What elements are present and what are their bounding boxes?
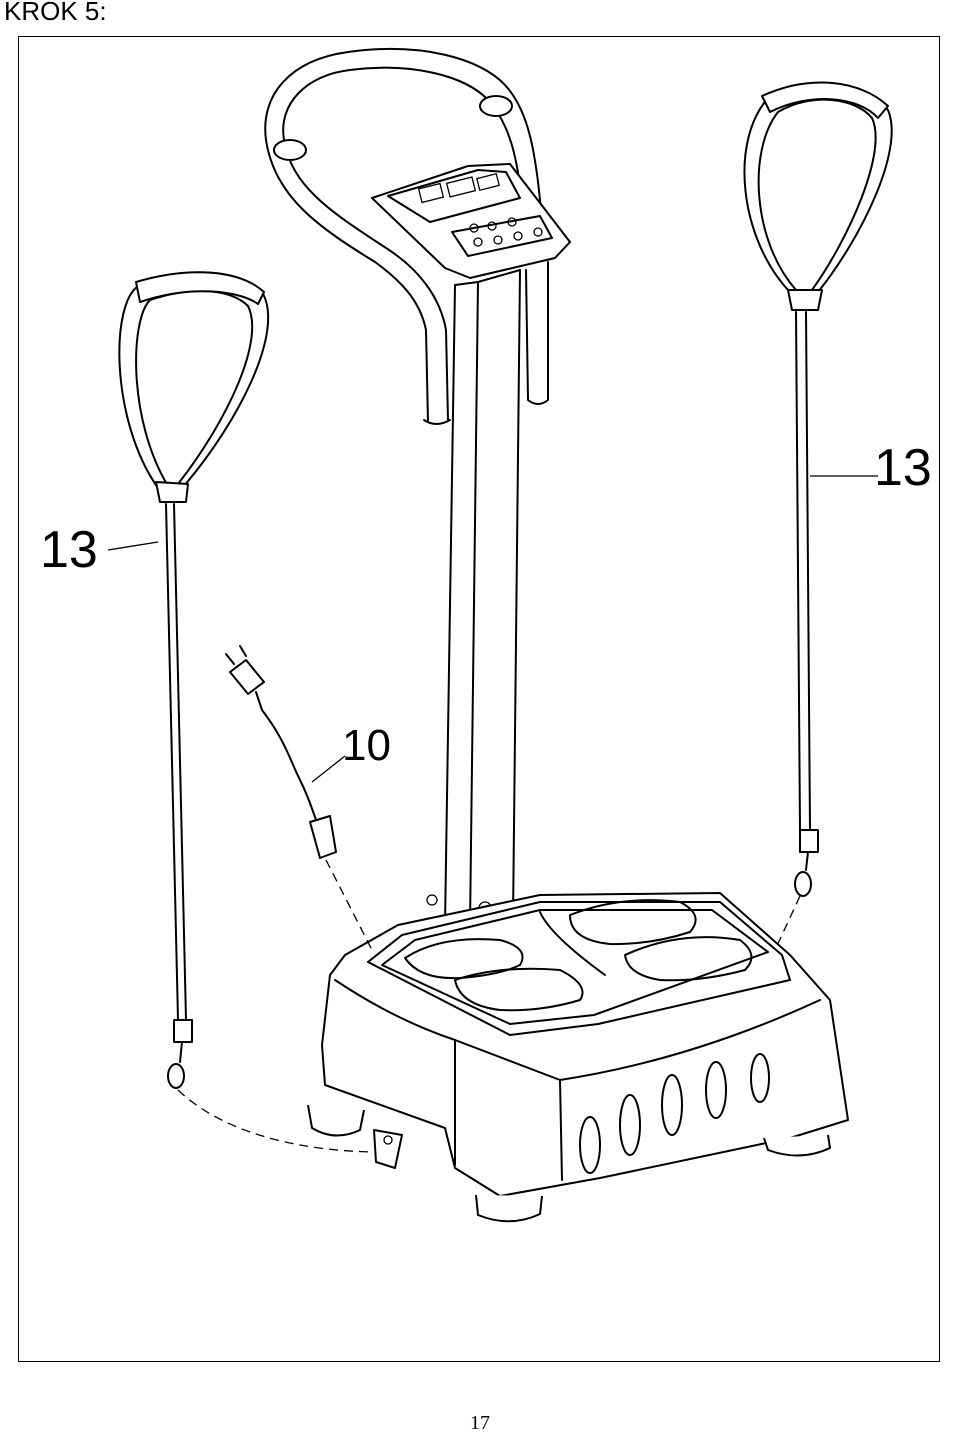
vent-slots [579,1053,770,1174]
callout-right-strap: 13 [874,439,932,497]
step-title: KROK 5: [4,0,107,26]
illustration-frame [18,36,940,1362]
platform-base [307,892,849,1223]
left-resistance-strap [107,271,270,1089]
callout-left-strap: 13 [40,521,98,579]
power-cable [225,645,346,859]
foot-pad-right [569,899,753,982]
console-panel [371,163,571,279]
callout-power-cable: 10 [342,721,391,770]
right-resistance-strap [743,81,893,897]
base-feet [307,1104,831,1223]
center-column [424,261,549,930]
page-number: 17 [470,1412,490,1434]
strap-anchor [373,1129,403,1169]
foot-pad-left [404,938,584,1012]
handle-arch [264,48,546,425]
